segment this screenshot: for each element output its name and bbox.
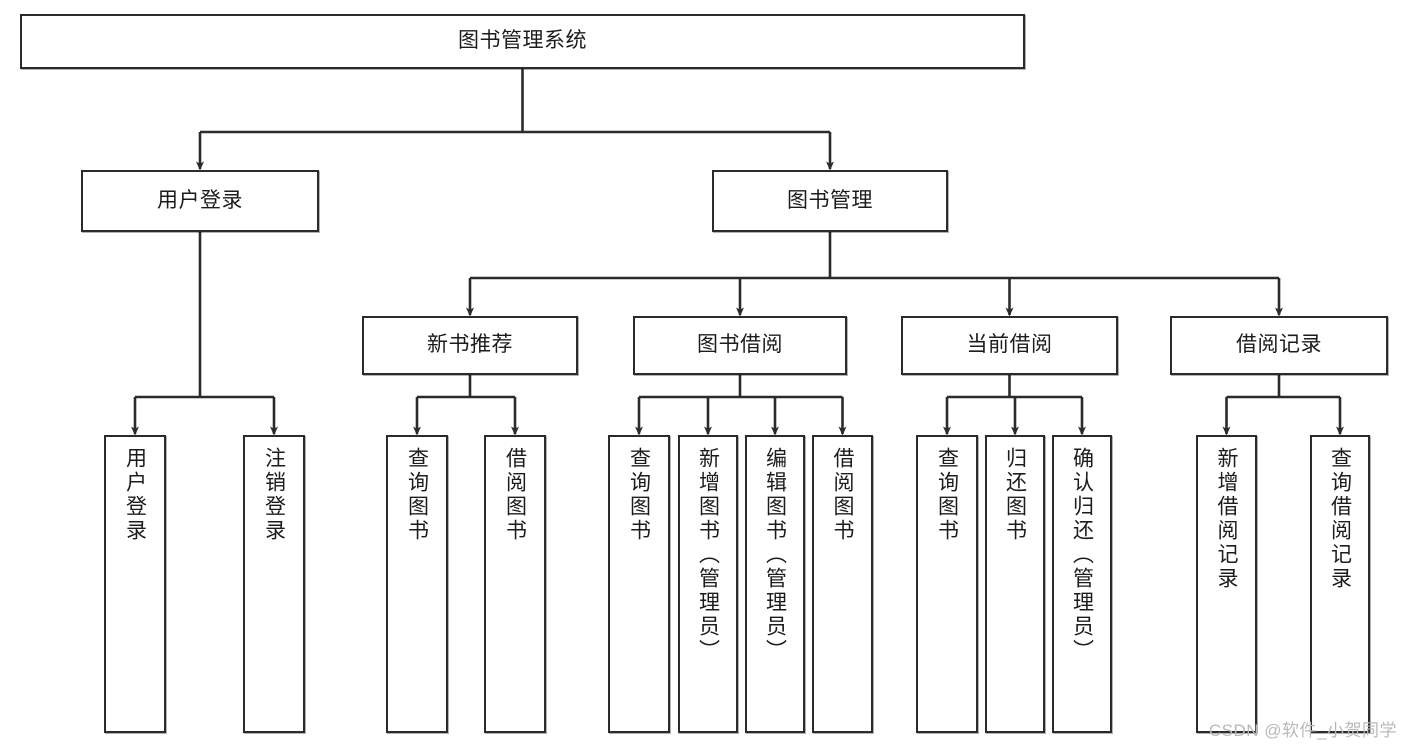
node-book-borrow[interactable]: 图书借阅 (633, 316, 847, 375)
node-label: 新书推荐 (427, 333, 513, 357)
node-label: 归还图书 (1003, 447, 1027, 543)
node-leaf-query-book-2[interactable]: 查询图书 (608, 435, 670, 733)
watermark-text: CSDN @软件_小贺同学 (1208, 721, 1397, 740)
node-label: 借阅图书 (831, 447, 854, 543)
node-leaf-confirm-return[interactable]: 确认归还（管理员） (1052, 435, 1112, 733)
node-leaf-logout[interactable]: 注销登录 (243, 435, 305, 733)
node-label: 确认归还（管理员） (1070, 447, 1094, 663)
node-label: 新增借阅记录 (1215, 447, 1238, 591)
node-leaf-borrow-book-1[interactable]: 借阅图书 (484, 435, 546, 733)
node-label: 注销登录 (262, 447, 286, 543)
node-leaf-query-book-1[interactable]: 查询图书 (386, 435, 448, 733)
node-leaf-edit-book[interactable]: 编辑图书（管理员） (745, 435, 805, 733)
node-label: 查询图书 (627, 447, 651, 543)
node-label: 用户登录 (157, 188, 243, 212)
node-label: 用户登录 (123, 447, 147, 543)
node-label: 查询图书 (935, 447, 959, 543)
node-leaf-borrow-book-2[interactable]: 借阅图书 (812, 435, 873, 733)
node-label: 查询借阅记录 (1328, 447, 1352, 591)
node-label: 查询图书 (405, 447, 429, 543)
node-leaf-query-record[interactable]: 查询借阅记录 (1310, 435, 1370, 733)
node-leaf-user-login[interactable]: 用户登录 (104, 435, 166, 733)
node-label: 图书管理 (787, 188, 873, 212)
node-label: 图书管理系统 (458, 29, 587, 53)
node-leaf-add-record[interactable]: 新增借阅记录 (1196, 435, 1257, 733)
node-leaf-return-book[interactable]: 归还图书 (985, 435, 1045, 733)
node-label: 当前借阅 (966, 333, 1053, 357)
node-root-system[interactable]: 图书管理系统 (20, 14, 1025, 69)
node-user-login[interactable]: 用户登录 (81, 170, 319, 232)
node-leaf-query-book-3[interactable]: 查询图书 (916, 435, 978, 733)
node-label: 新增图书（管理员） (696, 447, 720, 663)
node-leaf-add-book[interactable]: 新增图书（管理员） (678, 435, 738, 733)
node-label: 图书借阅 (697, 333, 783, 357)
node-book-management[interactable]: 图书管理 (712, 170, 948, 232)
node-new-book-recommend[interactable]: 新书推荐 (362, 316, 578, 375)
node-borrow-record[interactable]: 借阅记录 (1170, 316, 1388, 375)
node-current-borrow[interactable]: 当前借阅 (901, 316, 1118, 375)
node-label: 编辑图书（管理员） (763, 447, 787, 663)
node-label: 借阅图书 (503, 447, 527, 543)
node-label: 借阅记录 (1236, 333, 1322, 357)
